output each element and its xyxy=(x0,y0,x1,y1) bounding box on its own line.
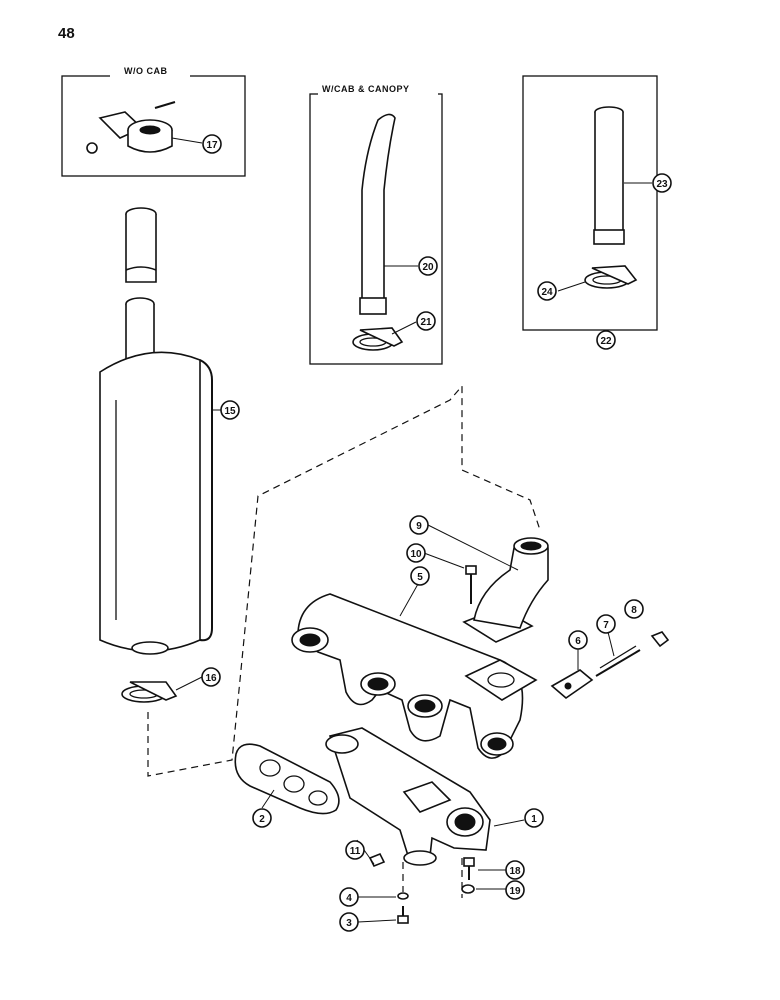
svg-text:10: 10 xyxy=(410,549,422,560)
callout-9: 9 xyxy=(409,515,429,535)
bolt-3 xyxy=(397,906,409,924)
callout-2: 2 xyxy=(252,808,272,828)
intake-manifold xyxy=(325,727,491,866)
svg-text:7: 7 xyxy=(603,620,609,631)
callout-6: 6 xyxy=(568,630,588,650)
nut-11 xyxy=(368,852,386,868)
svg-text:9: 9 xyxy=(416,521,422,532)
callout-21: 21 xyxy=(416,311,436,331)
callout-24: 24 xyxy=(537,281,557,301)
box-title-with-cab-canopy: W/CAB & CANOPY xyxy=(322,84,410,94)
nut-8 xyxy=(650,631,670,648)
svg-text:4: 4 xyxy=(346,893,352,904)
callout-16: 16 xyxy=(201,667,221,687)
callout-4: 4 xyxy=(339,887,359,907)
washer-4 xyxy=(397,892,409,900)
exhaust-manifold xyxy=(291,593,538,759)
callout-17: 17 xyxy=(202,134,222,154)
callout-1: 1 xyxy=(524,808,544,828)
manifold-gasket xyxy=(234,743,340,815)
svg-text:3: 3 xyxy=(346,918,352,929)
box-stack-kit xyxy=(522,75,658,331)
svg-text:8: 8 xyxy=(631,605,637,616)
washer-19 xyxy=(461,884,475,894)
svg-text:11: 11 xyxy=(350,846,361,857)
svg-text:22: 22 xyxy=(600,336,612,347)
svg-text:15: 15 xyxy=(224,406,236,417)
callout-18: 18 xyxy=(505,860,525,880)
svg-text:21: 21 xyxy=(420,317,432,328)
curved-exhaust-pipe xyxy=(359,113,396,315)
callout-3: 3 xyxy=(339,912,359,932)
callout-23: 23 xyxy=(652,173,672,193)
leader-lines xyxy=(171,137,652,923)
box-with-cab-canopy: W/CAB & CANOPY xyxy=(309,82,443,365)
muffler-clamp xyxy=(121,681,178,703)
svg-text:16: 16 xyxy=(205,673,217,684)
svg-text:19: 19 xyxy=(509,886,521,897)
callout-20: 20 xyxy=(418,256,438,276)
callout-10: 10 xyxy=(406,543,426,563)
page-number: 48 xyxy=(58,25,75,42)
svg-text:24: 24 xyxy=(541,287,553,298)
pipe-clamp-cab xyxy=(352,327,404,351)
bolt-18 xyxy=(463,857,475,880)
svg-text:23: 23 xyxy=(656,179,668,190)
heat-shield-bracket xyxy=(550,669,594,700)
bolt-10 xyxy=(465,565,477,604)
dashed-connection xyxy=(147,384,541,777)
pipe-clamp-stack xyxy=(584,265,638,289)
svg-text:6: 6 xyxy=(575,636,581,647)
callout-15: 15 xyxy=(220,400,240,420)
svg-text:18: 18 xyxy=(509,866,521,877)
straight-stack-pipe xyxy=(593,106,625,245)
exhaust-elbow xyxy=(462,537,549,643)
svg-text:1: 1 xyxy=(531,814,537,825)
rain-cap xyxy=(86,101,176,154)
callout-11: 11 xyxy=(345,840,365,860)
callout-5: 5 xyxy=(410,566,430,586)
callout-22: 22 xyxy=(596,330,616,350)
box-without-cab: W/O CAB xyxy=(61,64,246,177)
muffler-assembly xyxy=(99,207,213,655)
callout-19: 19 xyxy=(505,880,525,900)
callout-8: 8 xyxy=(624,599,644,619)
svg-text:5: 5 xyxy=(417,572,423,583)
svg-text:2: 2 xyxy=(259,814,265,825)
stud-7 xyxy=(595,645,641,677)
box-title-without-cab: W/O CAB xyxy=(124,66,168,76)
svg-text:20: 20 xyxy=(422,262,434,273)
callout-7: 7 xyxy=(596,614,616,634)
svg-text:17: 17 xyxy=(206,140,218,151)
